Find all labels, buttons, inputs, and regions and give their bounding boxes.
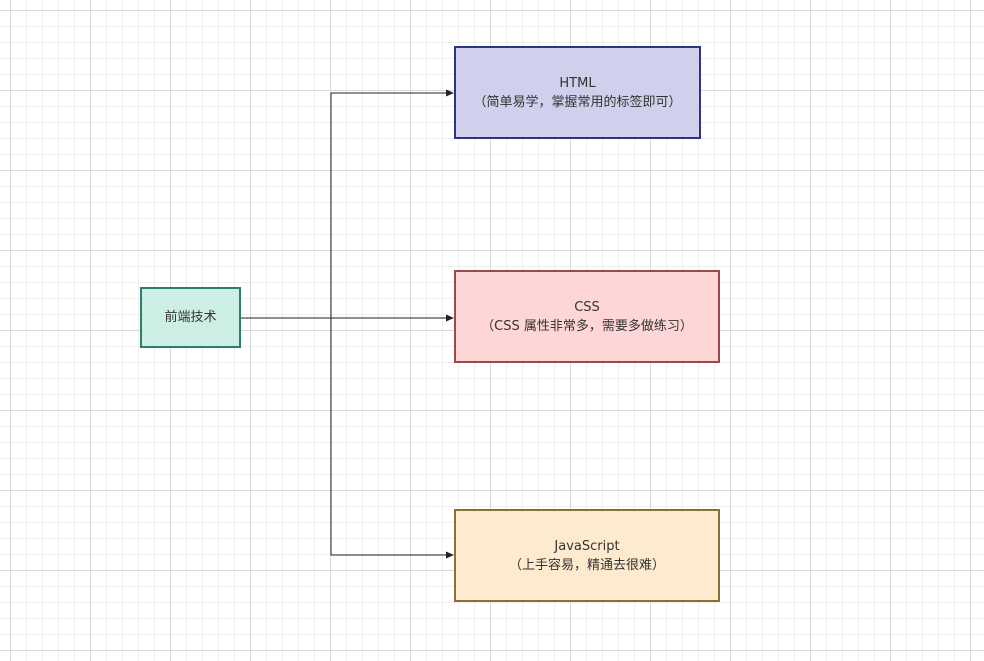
css-node-note: （CSS 属性非常多，需要多做练习） bbox=[481, 318, 693, 334]
html-node-title: HTML bbox=[559, 75, 596, 91]
css-node[interactable]: CSS （CSS 属性非常多，需要多做练习） bbox=[454, 270, 720, 363]
javascript-node-title: JavaScript bbox=[554, 538, 620, 554]
edge-root-to-javascript bbox=[241, 317, 454, 559]
html-node-note: （简单易学，掌握常用的标签即可） bbox=[473, 94, 682, 110]
root-node[interactable]: 前端技术 bbox=[140, 287, 241, 348]
javascript-node[interactable]: JavaScript （上手容易，精通去很难） bbox=[454, 509, 720, 602]
root-node-label: 前端技术 bbox=[164, 310, 217, 325]
css-node-title: CSS bbox=[574, 299, 600, 315]
edge-root-to-html bbox=[241, 89, 454, 319]
html-node[interactable]: HTML （简单易学，掌握常用的标签即可） bbox=[454, 46, 701, 139]
javascript-node-note: （上手容易，精通去很难） bbox=[508, 557, 665, 573]
